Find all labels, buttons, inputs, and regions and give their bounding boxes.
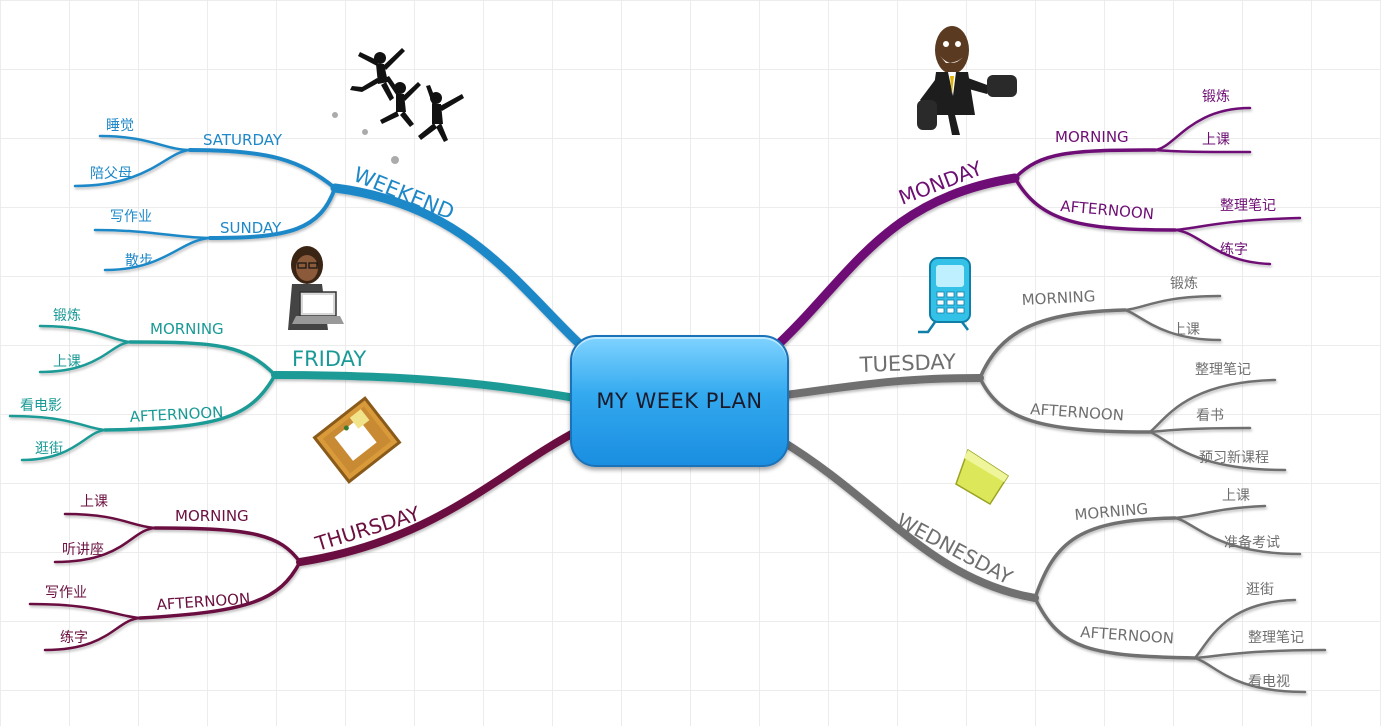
businessman-dumbbells-icon [917,26,1017,135]
wednesday-label: WEDNESDAY [893,508,1018,589]
monday-branch [765,106,1302,357]
tuesday-main-line [781,374,984,399]
monday-afternoon-item-0: 整理笔记 [1220,198,1276,214]
monday-afternoon-item-1: 练字 [1220,242,1248,258]
thursday-morning-line [153,526,302,564]
wednesday-afternoon-item-1: 整理笔记 [1248,630,1304,646]
sunday-item-1: 散步 [125,253,153,269]
monday-morning-label: MORNING [1055,128,1129,146]
tuesday-afternoon-item-1: 看书 [1196,408,1224,424]
tuesday-label: TUESDAY [858,350,956,377]
tuesday-morning-item-0: 锻炼 [1170,276,1198,292]
tuesday-afternoon-item-0: 整理笔记 [1195,362,1251,378]
friday-afternoon-label: AFTERNOON [129,403,224,426]
woman-laptop-icon [288,246,344,330]
friday-afternoon-item-1: 逛街 [35,441,63,457]
monday-morning-line [1013,148,1157,180]
friday-afternoon-line [103,373,277,432]
friday-main-line [271,371,579,402]
mobile-phone-icon [918,257,971,334]
thursday-morning-item-0: 上课 [80,494,108,510]
thursday-afternoon-line [138,560,302,620]
sunday-item-0: 写作业 [110,209,152,225]
tuesday-branch [781,294,1287,472]
wednesday-morning-item-1: 准备考试 [1224,534,1280,551]
thursday-main-line [296,424,587,566]
saturday-item-0: 睡觉 [106,118,134,134]
central-topic[interactable]: MY WEEK PLAN [570,335,789,467]
tuesday-afternoon-item-2: 预习新课程 [1199,450,1269,466]
thursday-morning-label: MORNING [175,507,249,525]
wednesday-morning-item-0: 上课 [1222,488,1250,504]
monday-main-line [765,173,1020,357]
wednesday-branch [776,436,1327,694]
tuesday-afternoon-label: AFTERNOON [1030,400,1125,424]
thursday-branch [28,424,587,652]
thursday-afternoon-item-1: 练字 [60,630,88,646]
monday-morning-item-0: 锻炼 [1202,89,1230,105]
wednesday-afternoon-label: AFTERNOON [1080,623,1175,647]
wednesday-afternoon-line [1033,596,1197,660]
monday-morning-item-1: 上课 [1202,132,1230,148]
monday-afternoon-label: AFTERNOON [1060,197,1155,223]
central-topic-label: MY WEEK PLAN [596,389,763,413]
tuesday-morning-line [978,308,1127,380]
friday-branch [8,324,579,462]
thursday-afternoon-label: AFTERNOON [156,589,251,613]
saturday-item-1: 陪父母 [90,166,132,182]
friday-afternoon-item-0: 看电影 [20,398,62,414]
friday-morning-item-0: 锻炼 [53,308,81,324]
wednesday-afternoon-item-0: 逛街 [1246,582,1274,598]
weekend-main-line [330,183,593,357]
wednesday-morning-line [1033,516,1177,600]
friday-morning-line [128,340,277,377]
friday-label: FRIDAY [292,347,366,371]
jumping-people-icon [332,48,464,164]
sticky-note-icon [955,448,1010,506]
monday-afternoon-line [1013,176,1177,232]
thursday-afternoon-item-0: 写作业 [45,585,87,601]
saturday-line [188,148,337,190]
tuesday-morning-label: MORNING [1021,287,1096,309]
wednesday-afternoon-item-2: 看电视 [1248,674,1290,690]
tuesday-morning-item-1: 上课 [1172,322,1200,338]
tuesday-afternoon-line [978,376,1152,434]
sunday-label: SUNDAY [220,219,282,237]
thursday-morning-item-1: 听讲座 [62,542,104,558]
wednesday-main-line [776,436,1039,602]
bulletin-board-icon [312,396,402,484]
friday-morning-item-1: 上课 [53,354,81,370]
friday-morning-label: MORNING [150,320,224,338]
weekend-branch [73,134,593,357]
saturday-label: SATURDAY [203,131,283,149]
sunday-line [208,186,337,240]
